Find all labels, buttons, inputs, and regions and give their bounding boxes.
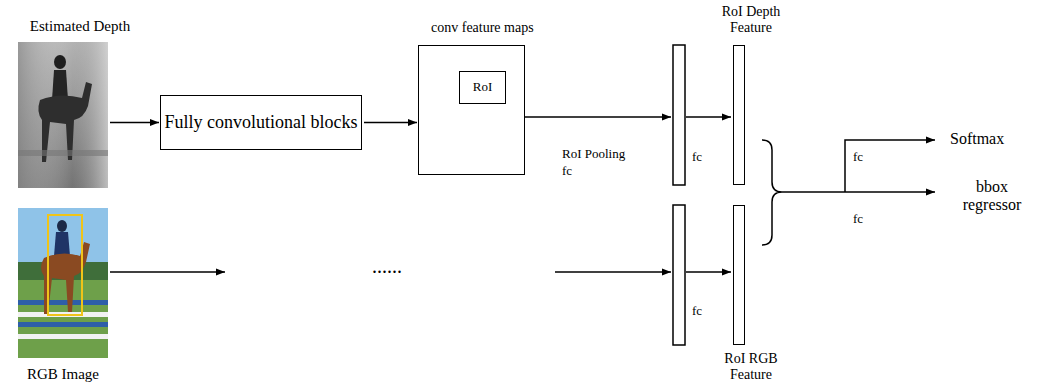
depth-image-node: Estimated Depth: [18, 42, 108, 188]
rgb-arrow: [555, 271, 671, 273]
image-heading: Estimated Depth: [0, 18, 170, 35]
operation-label: fc: [692, 304, 702, 319]
depth-image: [18, 42, 108, 188]
process-box: Fully convolutional blocks: [160, 95, 362, 150]
output-label: bbox regressor: [950, 178, 1034, 215]
pooling-arrow: [525, 116, 671, 118]
box-label: RoI: [473, 80, 493, 95]
roi-box: RoI: [459, 71, 506, 104]
output-label: Softmax: [950, 130, 1004, 148]
feature-bar: RoI RGB Feature: [733, 205, 745, 345]
feature-map-box: RoIconv feature maps: [418, 45, 525, 175]
fc-bar: [673, 205, 685, 345]
box-label: Fully convolutional blocks: [165, 112, 358, 133]
operation-label: RoI Pooling: [562, 147, 625, 162]
ellipsis: ......: [372, 255, 402, 278]
rgb-arrow: [110, 271, 225, 273]
feature-bar: RoI Depth Feature: [733, 45, 745, 185]
fc-bar: [673, 45, 685, 185]
fc-arrow: [686, 116, 731, 118]
bar-heading: RoI RGB Feature: [710, 351, 792, 383]
box-heading: conv feature maps: [431, 20, 534, 36]
operation-label: fc: [692, 150, 702, 165]
flow-arrow: [364, 122, 417, 124]
flow-arrow: [110, 122, 159, 124]
operation-label: fc: [853, 150, 863, 165]
merge-brace: [762, 140, 782, 245]
image-heading: RGB Image: [0, 366, 128, 383]
fc-arrow: [686, 271, 731, 273]
bar-heading: RoI Depth Feature: [710, 4, 792, 36]
rgb-image: [18, 208, 108, 358]
operation-label: fc: [562, 164, 572, 179]
operation-label: fc: [853, 212, 863, 227]
output-arrow: [845, 140, 935, 192]
output-arrow: [782, 191, 935, 193]
rgb-image-node: RGB Image: [18, 208, 108, 358]
